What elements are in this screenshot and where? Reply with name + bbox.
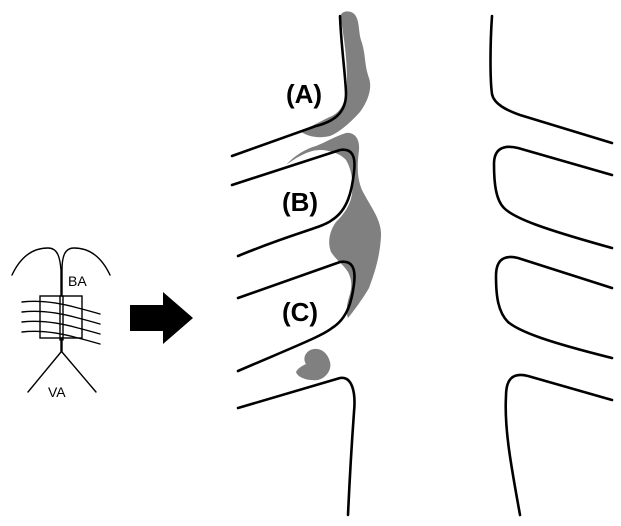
normal-vertebra-bottom: [506, 375, 612, 515]
overview-schematic: BA VA: [12, 248, 110, 400]
vertebra-lower: [238, 378, 354, 515]
label-c: (C): [282, 297, 318, 327]
ventral-arm-right: [62, 338, 96, 392]
rib-line-1: [22, 301, 100, 314]
label-b: (B): [282, 187, 318, 217]
normal-vertebra-middle: [494, 147, 612, 248]
rib-line-3: [22, 321, 100, 334]
normal-vertebra-upper: [491, 16, 613, 143]
ventral-label: VA: [48, 384, 66, 400]
dorsal-label: BA: [68, 273, 87, 289]
lesion-b: [286, 133, 381, 318]
lesion-c: [296, 349, 330, 380]
right-vertebral-column: [491, 16, 613, 515]
rib-line-2: [22, 311, 100, 324]
label-a: (A): [286, 79, 322, 109]
normal-vertebra-lower: [496, 257, 612, 358]
right-arrow-icon: [130, 292, 193, 344]
dorsal-arm-left: [12, 248, 61, 296]
